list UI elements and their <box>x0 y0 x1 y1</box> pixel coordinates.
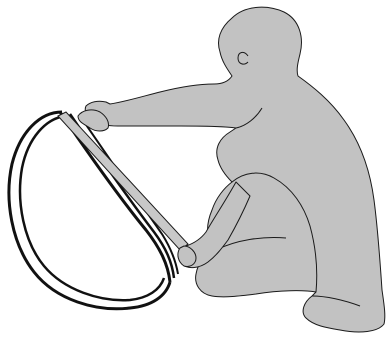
person-body <box>85 7 385 332</box>
ring-fold-3 <box>80 116 178 274</box>
folding-reflector-ring-icon <box>9 112 188 309</box>
ring-band <box>58 112 188 250</box>
crouching-person-icon <box>85 7 385 332</box>
ring-fold-1 <box>60 112 170 282</box>
